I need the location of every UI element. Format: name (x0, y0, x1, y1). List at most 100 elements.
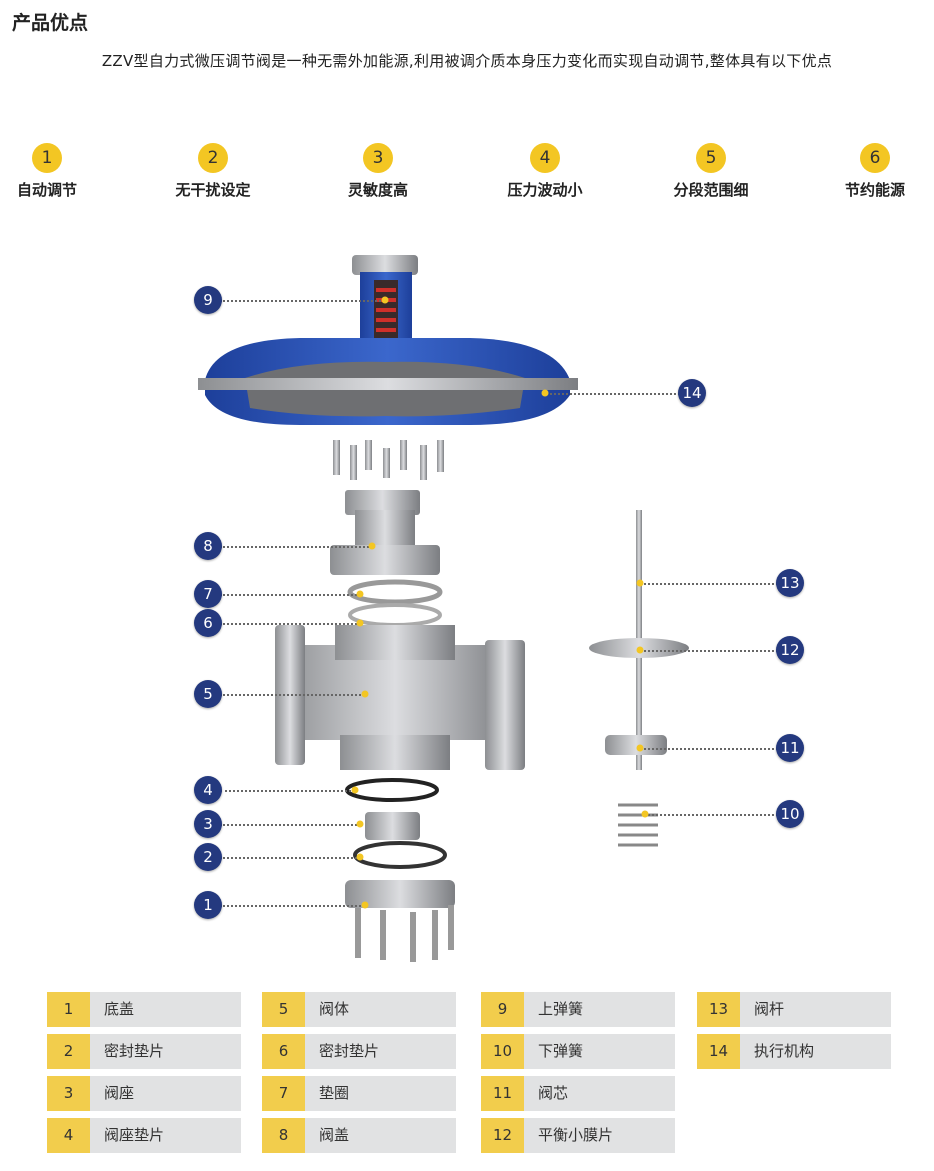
part-number: 14 (697, 1034, 740, 1069)
part-number: 1 (47, 992, 90, 1027)
part-number: 12 (481, 1118, 524, 1153)
callout-12: 12 (776, 636, 804, 664)
part-number: 13 (697, 992, 740, 1027)
part-number: 4 (47, 1118, 90, 1153)
bonnet (330, 490, 440, 575)
feature-number: 5 (696, 143, 726, 173)
callout-line (640, 748, 778, 750)
feature-label: 分段范围细 (673, 181, 749, 199)
callout-line (545, 393, 680, 395)
feature-1: 1 自动调节 (0, 143, 107, 200)
feature-number: 6 (860, 143, 890, 173)
seat (365, 812, 420, 840)
part-number: 6 (262, 1034, 305, 1069)
feature-label: 节约能源 (844, 181, 905, 199)
bolts (333, 440, 444, 480)
part-name: 阀座垫片 (104, 1126, 165, 1144)
part-name: 阀芯 (538, 1084, 569, 1102)
callout-line (645, 814, 778, 816)
part-number: 5 (262, 992, 305, 1027)
part-name: 阀座 (104, 1084, 135, 1102)
feature-label: 自动调节 (16, 181, 77, 199)
part-number: 11 (481, 1076, 524, 1111)
callout-dot (356, 820, 364, 828)
lower-spring (618, 803, 658, 847)
callout-line (220, 824, 360, 826)
callout-3: 3 (194, 810, 222, 838)
feature-6: 6 节约能源 (815, 143, 934, 200)
part-number: 3 (47, 1076, 90, 1111)
part-row: 8 阀盖 (262, 1118, 456, 1153)
callout-5: 5 (194, 680, 222, 708)
intro-text: ZZV型自力式微压调节阀是一种无需外加能源,利用被调介质本身压力变化而实现自动调… (101, 52, 833, 70)
page-title: 产品优点 (12, 12, 89, 34)
feature-label: 灵敏度高 (347, 181, 408, 199)
callout-dot (636, 579, 644, 587)
feature-5: 5 分段范围细 (651, 143, 771, 200)
callout-9: 9 (194, 286, 222, 314)
part-row: 5 阀体 (262, 992, 456, 1027)
callout-2: 2 (194, 843, 222, 871)
callout-line (220, 790, 355, 792)
part-number: 8 (262, 1118, 305, 1153)
feature-number: 4 (530, 143, 560, 173)
part-number: 10 (481, 1034, 524, 1069)
part-name: 阀盖 (319, 1126, 350, 1144)
part-name: 执行机构 (754, 1042, 815, 1060)
callout-line (640, 583, 778, 585)
callout-dot (361, 690, 369, 698)
seal-gasket (353, 841, 447, 869)
washer (347, 579, 443, 605)
callout-dot (356, 590, 364, 598)
callout-7: 7 (194, 580, 222, 608)
valve-body (275, 625, 525, 770)
callout-dot (356, 853, 364, 861)
callout-10: 10 (776, 800, 804, 828)
feature-number: 1 (32, 143, 62, 173)
part-number: 2 (47, 1034, 90, 1069)
callout-line (220, 694, 365, 696)
part-name: 密封垫片 (319, 1042, 380, 1060)
part-name: 底盖 (104, 1000, 135, 1018)
callout-1: 1 (194, 891, 222, 919)
callout-line (220, 623, 360, 625)
callout-line (220, 594, 360, 596)
callout-line (640, 650, 778, 652)
feature-number: 3 (363, 143, 393, 173)
callout-dot (636, 744, 644, 752)
callout-14: 14 (678, 379, 706, 407)
part-row: 13 阀杆 (697, 992, 891, 1027)
callout-dot (381, 296, 389, 304)
callout-line (220, 546, 372, 548)
callout-8: 8 (194, 532, 222, 560)
part-name: 垫圈 (319, 1084, 350, 1102)
part-name: 平衡小膜片 (538, 1126, 614, 1144)
part-row: 3 阀座 (47, 1076, 241, 1111)
callout-dot (356, 619, 364, 627)
actuator (198, 255, 578, 425)
feature-3: 3 灵敏度高 (318, 143, 438, 200)
part-name: 阀杆 (754, 1000, 785, 1018)
callout-line (220, 857, 360, 859)
callout-dot (636, 646, 644, 654)
part-name: 密封垫片 (104, 1042, 165, 1060)
part-row: 4 阀座垫片 (47, 1118, 241, 1153)
callout-dot (361, 901, 369, 909)
part-row: 6 密封垫片 (262, 1034, 456, 1069)
callout-line (220, 905, 365, 907)
callout-4: 4 (194, 776, 222, 804)
part-row: 11 阀芯 (481, 1076, 675, 1111)
stem-assembly (589, 510, 689, 770)
callout-line (220, 300, 385, 302)
part-row: 1 底盖 (47, 992, 241, 1027)
callout-6: 6 (194, 609, 222, 637)
feature-label: 无干扰设定 (175, 181, 251, 199)
part-row: 12 平衡小膜片 (481, 1118, 675, 1153)
callout-dot (641, 810, 649, 818)
part-name: 阀体 (319, 1000, 350, 1018)
